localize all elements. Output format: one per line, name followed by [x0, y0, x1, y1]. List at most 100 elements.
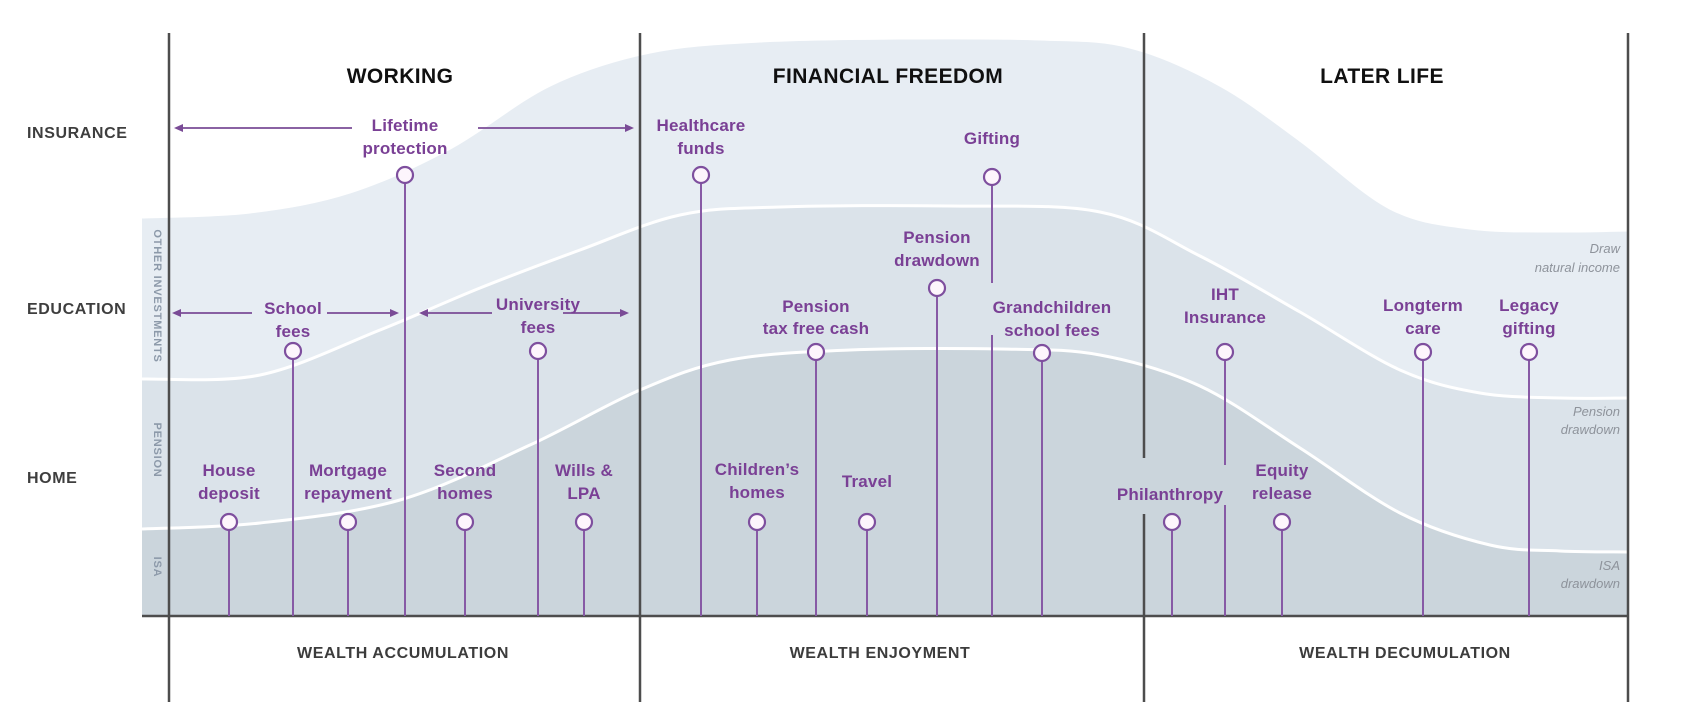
insurance-span-left	[174, 124, 352, 132]
equity-release-label-line1: Equity	[1255, 461, 1308, 480]
school-fees-span-left-arrowhead	[172, 309, 181, 317]
gifting-label-line1: Gifting	[964, 129, 1020, 148]
band-label-isa: ISA	[151, 557, 163, 578]
iht-insurance-point	[1215, 342, 1235, 362]
school-fees-span-right-arrowhead	[390, 309, 399, 317]
university-fees-label-line1: University	[496, 295, 581, 314]
marker-school-fees: School fees	[264, 299, 322, 616]
marker-healthcare-funds: Healthcare funds	[657, 116, 746, 616]
phase-heading-working: WORKING	[347, 65, 454, 88]
span-arrows	[172, 124, 634, 317]
healthcare-funds-label-line1: Healthcare	[657, 116, 746, 135]
band-label-pension: PENSION	[151, 422, 163, 477]
marker-gifting: Gifting	[964, 129, 1020, 616]
philanthropy-point	[1162, 512, 1182, 532]
marker-childrens-homes: Children’s homes	[715, 460, 800, 616]
phase-heading-later-life: LATER LIFE	[1320, 65, 1444, 88]
school-fees-point	[283, 341, 303, 361]
grandchildren-school-fees-label-line1: Grandchildren	[993, 298, 1112, 317]
marker-equity-release: Equity release	[1252, 461, 1312, 616]
travel-point	[857, 512, 877, 532]
pension-tax-free-cash-label-line1: Pension	[782, 297, 850, 316]
equity-release-point	[1272, 512, 1292, 532]
university-fees-point	[528, 341, 548, 361]
pension-tax-free-cash-point	[806, 342, 826, 362]
lifetime-protection-label-line1: Lifetime	[372, 116, 439, 135]
iht-insurance-label-line2: Insurance	[1184, 308, 1266, 327]
wills-lpa-label-line2: LPA	[567, 484, 600, 503]
university-fees-span-left	[419, 309, 492, 317]
childrens-homes-label-line1: Children’s	[715, 460, 800, 479]
school-fees-label-line1: School	[264, 299, 322, 318]
legacy-gifting-label-line1: Legacy	[1499, 296, 1559, 315]
pension-drawdown-point	[927, 278, 947, 298]
house-deposit-label-line2: deposit	[198, 484, 260, 503]
band-isa	[142, 348, 1628, 616]
school-fees-label-line2: fees	[276, 322, 311, 341]
legacy-gifting-point	[1519, 342, 1539, 362]
phase-heading-financial-freedom: FINANCIAL FREEDOM	[773, 65, 1003, 88]
right-annotations: Draw natural income Pension drawdown ISA…	[1535, 241, 1622, 591]
insurance-span-right	[478, 124, 634, 132]
university-fees-span-right-arrowhead	[620, 309, 629, 317]
second-homes-label-line1: Second	[434, 461, 497, 480]
marker-philanthropy: Philanthropy	[1117, 485, 1224, 616]
longterm-care-label-line1: Longterm	[1383, 296, 1463, 315]
university-fees-span-right	[563, 309, 629, 317]
school-fees-span-right	[327, 309, 399, 317]
pension-tax-free-cash-label-line2: tax free cash	[763, 319, 870, 338]
pension-drawdown-label-line1: Pension	[903, 228, 971, 247]
healthcare-funds-point	[691, 165, 711, 185]
gifting-point	[982, 167, 1002, 187]
annotation-isa-drawdown-line2: drawdown	[1561, 576, 1620, 591]
school-fees-span-left	[172, 309, 252, 317]
row-label-home: HOME	[27, 470, 77, 487]
equity-release-label-line2: release	[1252, 484, 1312, 503]
annotation-isa-drawdown: ISA	[1599, 558, 1620, 573]
bottom-label-wealth-enjoyment: WEALTH ENJOYMENT	[790, 645, 971, 662]
mortgage-repayment-label-line1: Mortgage	[309, 461, 387, 480]
row-label-education: EDUCATION	[27, 301, 126, 318]
annotation-pension-drawdown: Pension	[1573, 404, 1620, 419]
university-fees-span-left-arrowhead	[419, 309, 428, 317]
marker-pension-drawdown: Pension drawdown	[894, 228, 980, 616]
longterm-care-point	[1413, 342, 1433, 362]
marker-legacy-gifting: Legacy gifting	[1499, 296, 1559, 616]
band-label-other-investments: OTHER INVESTMENTS	[151, 229, 163, 362]
healthcare-funds-label-line2: funds	[677, 139, 724, 158]
marker-mortgage-repayment: Mortgage repayment	[304, 461, 392, 616]
marker-house-deposit: House deposit	[198, 461, 260, 616]
mortgage-repayment-label-line2: repayment	[304, 484, 392, 503]
band-other-top-edge	[141, 36, 1629, 233]
university-fees-label-line2: fees	[521, 318, 556, 337]
grandchildren-school-fees-label-line2: school fees	[1004, 321, 1100, 340]
wealth-bands	[141, 36, 1629, 616]
marker-university-fees: University fees	[496, 295, 581, 616]
iht-insurance-label-line1: IHT	[1211, 285, 1239, 304]
mortgage-repayment-point	[338, 512, 358, 532]
travel-label-line1: Travel	[842, 472, 892, 491]
marker-travel: Travel	[842, 472, 892, 616]
axis-lines	[142, 33, 1630, 702]
childrens-homes-point	[747, 512, 767, 532]
house-deposit-point	[219, 512, 239, 532]
house-deposit-label-line1: House	[203, 461, 256, 480]
annotation-draw-natural-income-line2: natural income	[1535, 260, 1620, 275]
lifetime-protection-point	[395, 165, 415, 185]
legacy-gifting-label-line2: gifting	[1502, 319, 1555, 338]
marker-grandchildren-school-fees: Grandchildren school fees	[993, 298, 1112, 616]
annotation-pension-drawdown-line2: drawdown	[1561, 422, 1620, 437]
marker-iht-insurance: IHT Insurance	[1184, 285, 1266, 616]
childrens-homes-label-line2: homes	[729, 483, 785, 502]
wills-lpa-label-line1: Wills &	[555, 461, 613, 480]
bottom-label-wealth-decumulation: WEALTH DECUMULATION	[1299, 645, 1511, 662]
pension-drawdown-label-line2: drawdown	[894, 251, 980, 270]
marker-wills-lpa: Wills & LPA	[555, 461, 613, 616]
philanthropy-label-line1: Philanthropy	[1117, 485, 1224, 504]
